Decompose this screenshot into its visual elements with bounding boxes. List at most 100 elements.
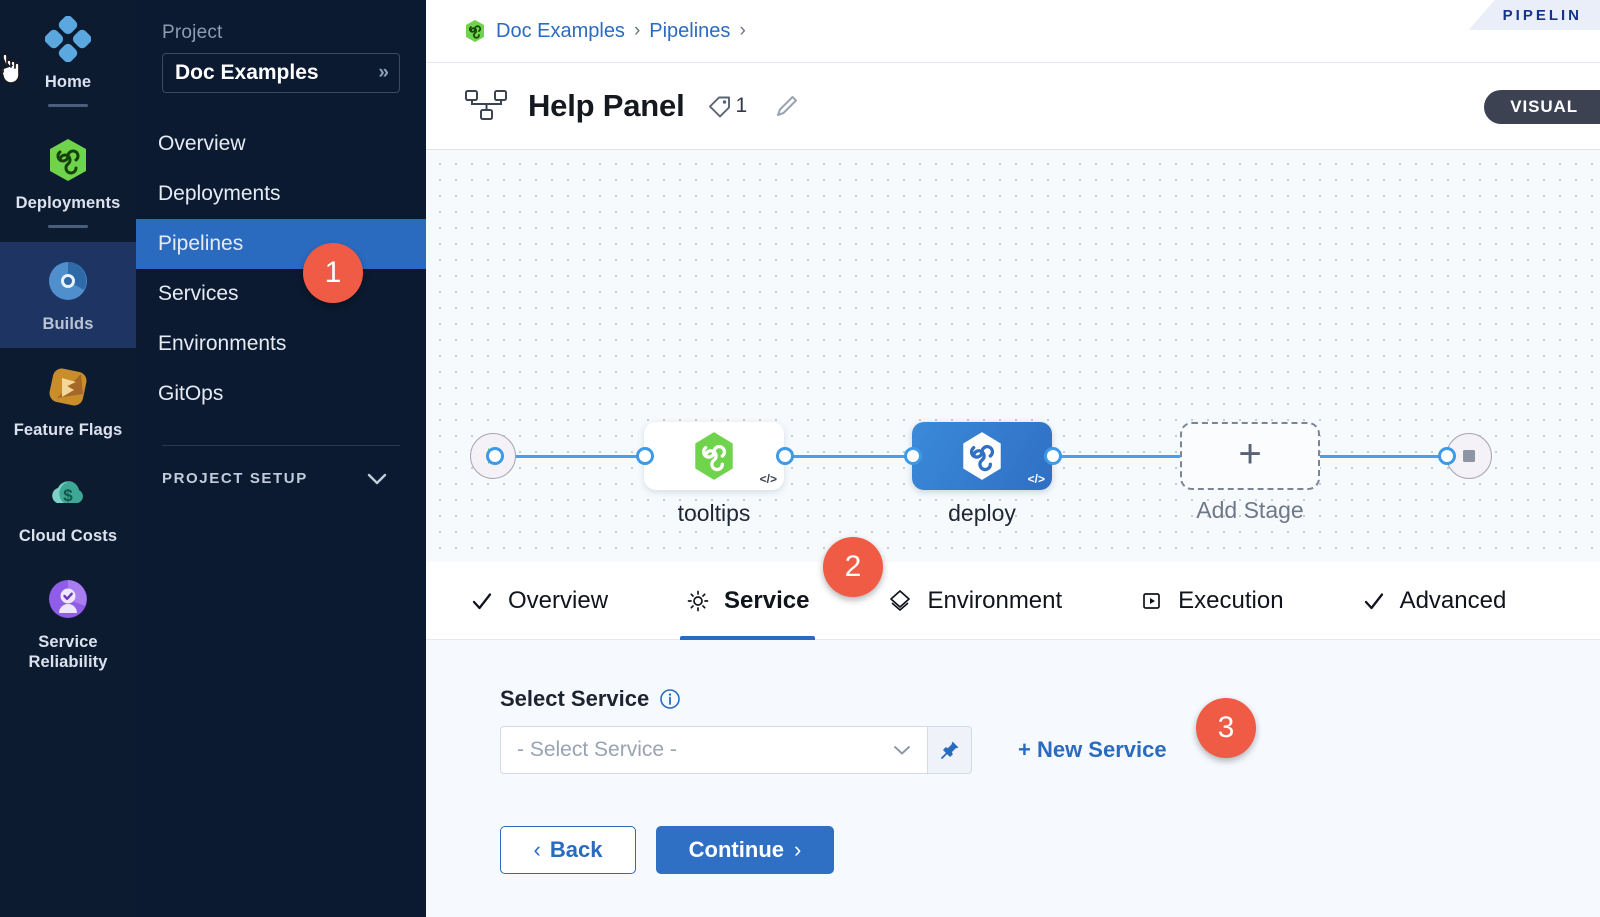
tab-label: Advanced bbox=[1399, 586, 1507, 614]
breadcrumb-item-pipelines[interactable]: Pipelines bbox=[649, 19, 731, 42]
pencil-icon[interactable] bbox=[773, 92, 801, 120]
service-reliability-icon bbox=[49, 580, 87, 618]
stage-node-tooltips[interactable]: </> bbox=[644, 422, 784, 490]
continue-button-label: Continue bbox=[688, 837, 784, 862]
tab-advanced[interactable]: Advanced bbox=[1356, 562, 1513, 640]
stage-node-deploy[interactable]: </> bbox=[912, 422, 1052, 490]
tab-label: Overview bbox=[508, 586, 609, 614]
project-selector[interactable]: Doc Examples » bbox=[162, 53, 400, 93]
tag-indicator[interactable]: 1 bbox=[707, 93, 747, 119]
port-dot bbox=[776, 447, 794, 465]
tab-label: Environment bbox=[927, 586, 1063, 614]
deployments-hex-white-icon bbox=[963, 432, 1001, 480]
cloud-costs-icon: $ bbox=[52, 481, 83, 505]
rail-item-label: Service Reliability bbox=[28, 633, 108, 671]
rail-underline bbox=[48, 225, 88, 228]
chevron-left-icon: ‹ bbox=[533, 837, 541, 862]
project-setup-label: PROJECT SETUP bbox=[162, 470, 308, 487]
sidebar-item-environments[interactable]: Environments bbox=[158, 332, 287, 355]
rail-item-label: Feature Flags bbox=[13, 421, 123, 439]
select-service-row: - Select Service - + New Service bbox=[500, 726, 1600, 774]
chevron-down-icon bbox=[367, 473, 387, 484]
sidebar-item-gitops[interactable]: GitOps bbox=[158, 382, 224, 405]
rail-item-label: Home bbox=[44, 73, 92, 91]
play-box-icon bbox=[1140, 589, 1164, 613]
callout-badge-3: 3 bbox=[1196, 698, 1256, 758]
chevron-down-icon bbox=[894, 746, 910, 755]
port-dot bbox=[1438, 447, 1456, 465]
rail-item-cloud-costs[interactable]: $ Cloud Costs bbox=[0, 454, 136, 560]
rail-item-label: Builds bbox=[42, 315, 94, 333]
tab-overview[interactable]: Overview bbox=[464, 562, 614, 640]
project-sidebar: Project Doc Examples » Overview Deployme… bbox=[136, 0, 426, 917]
select-service-label: Select Service bbox=[500, 686, 1600, 712]
field-label-text: Select Service bbox=[500, 686, 650, 711]
main-area: Doc Examples › Pipelines › PIPELIN Help … bbox=[426, 0, 1600, 917]
add-stage-button[interactable]: + bbox=[1180, 422, 1320, 490]
continue-button[interactable]: Continue › bbox=[656, 826, 834, 874]
port-dot bbox=[636, 447, 654, 465]
callout-number: 1 bbox=[324, 256, 342, 289]
stop-icon bbox=[1463, 450, 1475, 462]
page-header: Help Panel 1 VISUAL bbox=[426, 62, 1600, 150]
rail-item-home[interactable]: Home bbox=[0, 0, 136, 121]
code-tag-icon: </> bbox=[759, 472, 777, 486]
mode-badge-label: VISUAL bbox=[1510, 97, 1578, 116]
rail-underline bbox=[48, 104, 88, 107]
rail-item-service-reliability[interactable]: Service Reliability bbox=[0, 560, 136, 686]
pin-icon bbox=[940, 741, 958, 759]
info-icon[interactable] bbox=[659, 688, 681, 710]
sidebar-item-services[interactable]: Services bbox=[158, 282, 239, 305]
rail-item-feature-flags[interactable]: Feature Flags bbox=[0, 348, 136, 454]
callout-badge-1: 1 bbox=[303, 243, 363, 303]
deployments-hex-icon bbox=[50, 139, 86, 181]
rail-item-builds[interactable]: Builds bbox=[0, 242, 136, 348]
sidebar-item-deployments[interactable]: Deployments bbox=[158, 182, 281, 205]
connector-wire bbox=[494, 455, 744, 458]
stage-config-tabs: Overview Service bbox=[426, 562, 1600, 640]
svg-text:$: $ bbox=[63, 486, 73, 505]
callout-number: 3 bbox=[1217, 711, 1235, 744]
port-dot bbox=[904, 447, 922, 465]
deployments-hex-icon bbox=[695, 432, 733, 480]
mode-badge-visual[interactable]: VISUAL bbox=[1484, 90, 1600, 124]
layers-icon bbox=[887, 588, 913, 614]
rail-item-label: Cloud Costs bbox=[18, 527, 118, 545]
port-dot bbox=[1044, 447, 1062, 465]
select-service-control: - Select Service - bbox=[500, 726, 972, 774]
chevron-right-icon: › bbox=[794, 837, 802, 862]
project-hex-icon bbox=[466, 20, 484, 42]
service-config-form: Select Service - Select Service - bbox=[426, 640, 1600, 917]
breadcrumb-item-project[interactable]: Doc Examples bbox=[496, 19, 625, 42]
pipeline-nodes-icon bbox=[465, 90, 507, 120]
tab-label: Execution bbox=[1178, 586, 1284, 614]
builds-circle-icon bbox=[49, 262, 87, 300]
stage-label-deploy: deploy bbox=[948, 500, 1016, 526]
page-title: Help Panel bbox=[528, 88, 685, 123]
pipeline-studio-ribbon: PIPELIN bbox=[1468, 0, 1600, 30]
check-icon bbox=[1362, 589, 1386, 613]
chevron-double-right-icon: » bbox=[378, 62, 389, 83]
project-setup-toggle[interactable]: PROJECT SETUP bbox=[162, 470, 400, 487]
pin-button[interactable] bbox=[928, 726, 972, 774]
new-service-link[interactable]: + New Service bbox=[1018, 737, 1167, 762]
sidebar-item-pipelines[interactable]: Pipelines bbox=[136, 219, 426, 269]
tab-service[interactable]: Service bbox=[680, 562, 816, 640]
callout-badge-2: 2 bbox=[823, 537, 883, 597]
select-service-value: - Select Service - bbox=[517, 738, 677, 761]
callout-number: 2 bbox=[844, 550, 862, 583]
sidebar-divider bbox=[162, 445, 400, 446]
tab-execution[interactable]: Execution bbox=[1134, 562, 1289, 640]
select-service-dropdown[interactable]: - Select Service - bbox=[500, 726, 928, 774]
back-button[interactable]: ‹ Back bbox=[500, 826, 636, 874]
ribbon-label: PIPELIN bbox=[1502, 6, 1582, 24]
sidebar-item-overview[interactable]: Overview bbox=[158, 132, 246, 155]
project-name: Doc Examples bbox=[175, 61, 319, 84]
tab-environment[interactable]: Environment bbox=[881, 562, 1068, 640]
code-tag-icon: </> bbox=[1027, 472, 1045, 486]
rail-item-deployments[interactable]: Deployments bbox=[0, 121, 136, 242]
breadcrumb-separator: › bbox=[633, 20, 641, 41]
pipeline-canvas[interactable]: </> tooltips </> deploy + Add Stage bbox=[426, 150, 1600, 562]
gear-icon bbox=[686, 589, 710, 613]
